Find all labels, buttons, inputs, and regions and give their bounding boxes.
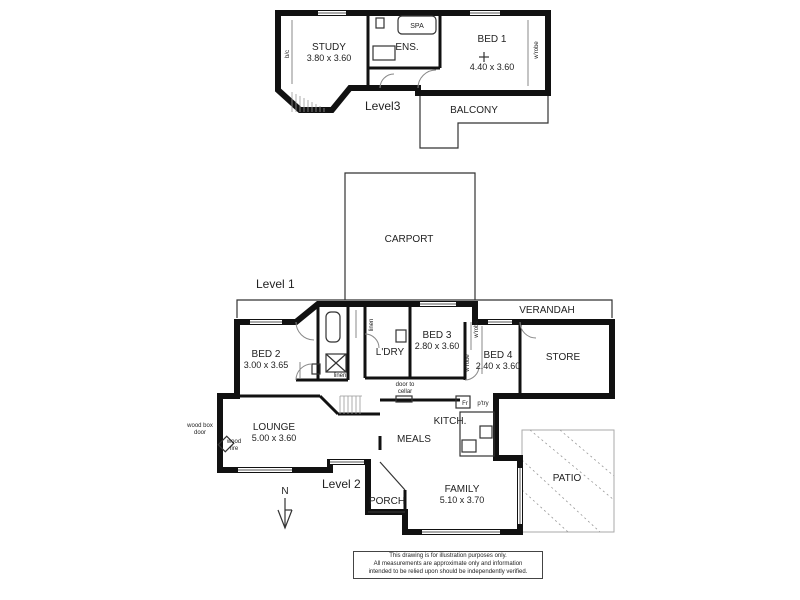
main-plan: VERANDAH PATIO xyxy=(186,299,615,535)
bed1-wrobe-label: w'robe xyxy=(534,41,540,60)
laundry-tub xyxy=(395,329,407,343)
kitchen-island xyxy=(461,439,477,453)
level1-label: Level 1 xyxy=(256,277,295,291)
store-label: STORE xyxy=(546,352,581,363)
laundry-label: L'DRY xyxy=(376,347,405,358)
north-label: N xyxy=(281,486,288,497)
lounge-dims: 5.00 x 3.60 xyxy=(252,433,297,443)
level3-walls xyxy=(275,10,551,113)
meals-label: MEALS xyxy=(397,434,431,445)
bed4-label: BED 4 xyxy=(484,350,513,361)
disclaimer-box: This drawing is for illustration purpose… xyxy=(353,551,543,579)
family-label: FAMILY xyxy=(445,484,480,495)
level3-plan: STUDY 3.80 x 3.60 ENS. SPA BED 1 4.40 x … xyxy=(275,10,551,149)
ens-shower xyxy=(372,45,396,61)
porch-label: PORCH xyxy=(369,496,405,507)
bed2-dims: 3.00 x 3.65 xyxy=(244,360,289,370)
bed2-label: BED 2 xyxy=(252,349,281,360)
spa-tub xyxy=(397,15,437,35)
level2-label: Level 2 xyxy=(322,477,361,491)
wood-fire xyxy=(217,435,235,453)
carport-label: CARPORT xyxy=(385,234,434,245)
wood-box-door-line2: door xyxy=(194,430,206,436)
store-door-arc xyxy=(519,321,537,339)
ens-toilet xyxy=(375,17,385,29)
door-to-cellar-line2: cellar xyxy=(398,389,412,395)
bed3-label: BED 3 xyxy=(423,330,452,341)
wood-fire-line2: fire xyxy=(230,446,239,452)
shower xyxy=(325,353,347,373)
toilet xyxy=(311,363,321,375)
disclaimer-line-2: All measurements are approximate only an… xyxy=(373,561,523,567)
bath-tub xyxy=(325,311,341,343)
fridge-label: Fr xyxy=(462,401,468,407)
study-label: STUDY xyxy=(312,42,346,53)
patio-hatch xyxy=(521,429,615,533)
door-to-cellar-line1: door to xyxy=(396,382,415,388)
bed3-dims: 2.80 x 3.60 xyxy=(415,341,460,351)
bed1-label: BED 1 xyxy=(478,34,507,45)
bed4-wrobe-label: w'robe xyxy=(465,354,471,373)
bed1-dims: 4.40 x 3.60 xyxy=(470,62,515,72)
disclaimer-line-3: intended to be relied upon should be ind… xyxy=(368,569,528,575)
main-stairs xyxy=(339,395,362,414)
patio-label: PATIO xyxy=(553,473,582,484)
kitchen-label: KITCH. xyxy=(434,416,467,427)
family-dims: 5.10 x 3.70 xyxy=(440,495,485,505)
spa-label: SPA xyxy=(410,23,424,30)
ens-door-arc xyxy=(379,73,395,89)
main-outer-walls xyxy=(217,301,615,535)
bed3-wrobe-label: w'robe xyxy=(474,320,480,339)
carport-outline xyxy=(344,172,476,300)
bed4-dims: 2.40 x 3.60 xyxy=(476,361,521,371)
level3-label: Level3 xyxy=(365,99,401,113)
cellar-door xyxy=(395,395,413,403)
carport-area: CARPORT xyxy=(344,172,476,300)
bed2-door-arc xyxy=(295,363,313,381)
north-arrow: N xyxy=(277,486,293,530)
linen-label-2: linen xyxy=(334,373,347,379)
cooktop xyxy=(479,425,493,439)
interior-walls xyxy=(237,304,522,450)
disclaimer-line-1: This drawing is for illustration purpose… xyxy=(389,553,507,559)
balcony-outline xyxy=(419,92,549,149)
bed1-door-arc xyxy=(417,69,437,89)
fridge-space xyxy=(455,395,471,409)
ens-label: ENS. xyxy=(395,42,418,53)
kitchen-bench xyxy=(459,411,495,457)
balcony-label: BALCONY xyxy=(450,105,498,116)
lounge-label: LOUNGE xyxy=(253,422,296,433)
linen-label-1: linen xyxy=(369,319,375,332)
level3-stairs xyxy=(291,92,325,112)
bic-label: b/c xyxy=(285,50,291,58)
wood-box-door-line1: wood box xyxy=(186,423,213,429)
verandah-outline xyxy=(236,299,613,318)
wood-fire-line1: wood xyxy=(226,439,241,445)
pantry-label: p'try xyxy=(477,401,488,407)
verandah-label: VERANDAH xyxy=(519,305,575,316)
study-dims: 3.80 x 3.60 xyxy=(307,53,352,63)
